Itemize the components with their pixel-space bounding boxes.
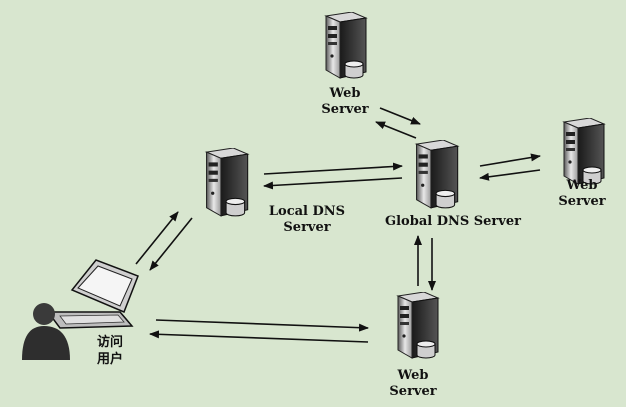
arrow-global-to-local-dns xyxy=(263,177,403,190)
web-server-top-label: Web Server xyxy=(320,86,370,118)
global-dns-server-icon xyxy=(416,140,459,209)
arrow-user-to-local-dns xyxy=(135,211,179,265)
global-dns-server-label: Global DNS Server xyxy=(382,214,524,230)
web-server-right-label: Web Server xyxy=(556,178,608,210)
web-server-right-icon xyxy=(563,118,605,185)
web-server-bottom-label: Web Server xyxy=(386,368,440,400)
label-line: Server xyxy=(321,102,369,117)
arrow-global-dns-to-web-right xyxy=(479,153,541,167)
arrow-local-dns-to-user xyxy=(149,217,193,271)
arrow-web-right-to-global-dns xyxy=(479,169,541,181)
label-line: 访问 xyxy=(96,335,123,350)
arrow-web-top-to-global-dns xyxy=(379,107,421,125)
diagram-arrows xyxy=(135,107,541,343)
local-dns-server-icon xyxy=(206,148,249,217)
local-dns-server-label: Local DNS Server xyxy=(262,204,352,236)
label-line: 用户 xyxy=(96,352,123,367)
user-label: 访问 用户 xyxy=(90,334,130,368)
arrow-local-to-global-dns xyxy=(263,162,403,175)
label-line: Server xyxy=(389,384,437,399)
web-server-bottom-icon xyxy=(397,292,439,359)
label-line: Web xyxy=(566,178,598,193)
arrow-web-bottom-to-user xyxy=(149,330,369,343)
label-line: Server xyxy=(283,220,331,235)
user-laptop-icon xyxy=(22,259,139,360)
label-line: Web xyxy=(329,86,361,101)
arrow-user-to-web-bottom xyxy=(155,319,369,332)
arrow-global-dns-to-web-top xyxy=(375,121,417,139)
web-server-top-icon xyxy=(325,12,367,79)
label-line: Global DNS Server xyxy=(385,214,521,229)
label-line: Server xyxy=(558,194,606,209)
label-line: Local DNS xyxy=(268,204,346,219)
label-line: Web xyxy=(397,368,429,383)
